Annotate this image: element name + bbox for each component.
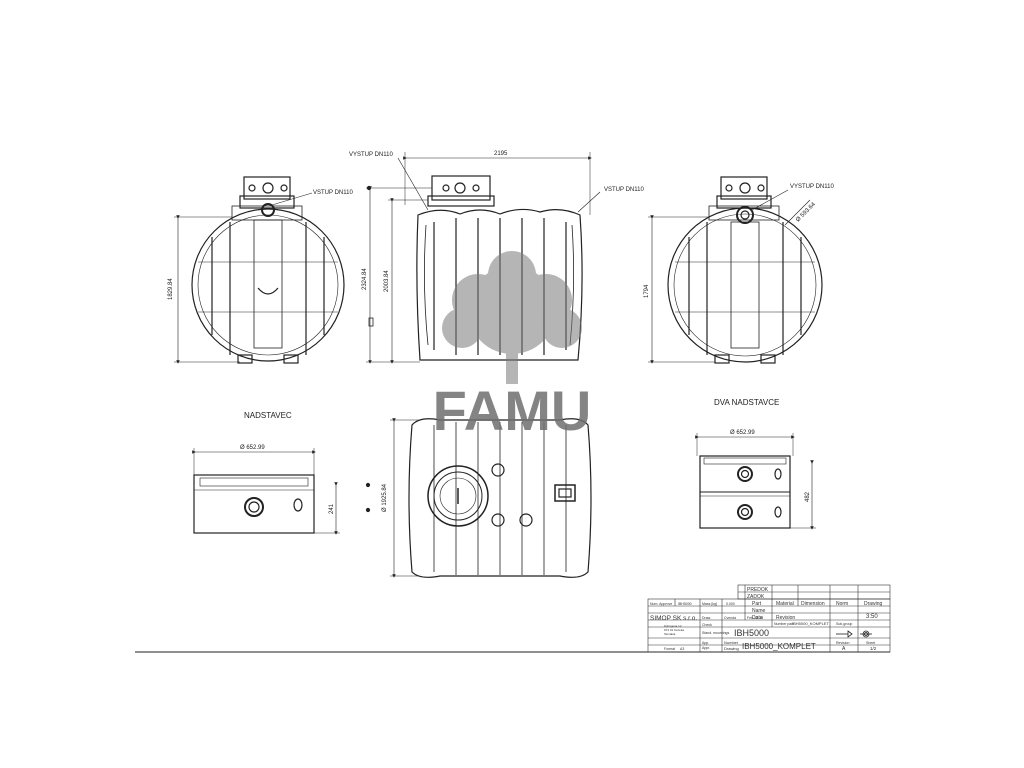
company-city: 974 01 Kezeka <box>664 628 684 632</box>
vystup-label-front: VYSTUP DN110 <box>349 152 393 158</box>
sheet-label: Sheet <box>866 641 875 645</box>
title-block-frame <box>647 584 891 653</box>
nadstavec-title: NADSTAVEC <box>244 411 292 420</box>
left-side-view <box>174 176 345 364</box>
company-address: Kýtrsgova 12 <box>664 624 682 628</box>
check-label: Check <box>702 623 712 627</box>
length-dim: 2195 <box>494 151 508 157</box>
vstup-label-left: VSTUP DN110 <box>313 190 353 196</box>
pipe-diameter-dim: Ø 593.64 <box>795 201 817 223</box>
draw-date: Feb-12-18 <box>747 616 763 620</box>
dva-nadstavce-title: DVA NADSTAVCE <box>714 398 779 407</box>
company-name: SIMOP SK s.r.o. <box>650 615 697 622</box>
part-number-big: IBH5000 <box>734 628 769 638</box>
format-value: A3 <box>680 647 684 651</box>
scale-value: 3:50 <box>866 614 878 620</box>
revision-label: Revision <box>776 615 795 621</box>
view-predok: PREDOK <box>747 587 769 593</box>
drawer-name: Cvenda <box>724 616 736 620</box>
right-height-dim: 1794 <box>644 284 650 298</box>
height-body-dim: 2003.84 <box>384 270 390 292</box>
dva-diameter: Ø 652.99 <box>730 430 755 436</box>
top-view <box>365 418 592 578</box>
height-total-dim: 2324.84 <box>362 268 368 290</box>
dva-nadstavce-view <box>695 433 816 530</box>
drawing-number-big: IBH5000_KOMPLET <box>742 642 816 651</box>
name-label: Name <box>752 608 766 614</box>
number-label: Number <box>724 640 739 645</box>
vystup-label-right: VYSTUP DN110 <box>790 184 834 190</box>
mass-label: Mass [kg] <box>702 602 717 606</box>
format-label: Format <box>664 647 675 651</box>
date-label: Date <box>752 615 763 621</box>
stand-label: Stand. mountings <box>702 631 729 635</box>
sub-group-label: Sub-group <box>836 622 852 626</box>
famu-watermark: FAMU <box>433 379 592 442</box>
view-zadok: ZADOK <box>747 594 765 600</box>
col-part: Part <box>752 601 762 607</box>
projection-symbol-icon <box>836 630 872 638</box>
nadstavec-view <box>192 448 340 535</box>
company-country: Slovakia <box>664 632 676 636</box>
approve-label: App. <box>702 641 709 645</box>
sheet-value: 1/2 <box>870 646 877 651</box>
mass-value: 0.000 <box>726 602 735 606</box>
draw-label: Draw. <box>702 616 711 620</box>
vstup-label-front: VSTUP DN110 <box>604 187 644 193</box>
right-side-view <box>648 176 823 364</box>
col-norm: Norm <box>836 601 848 607</box>
approve-date: Appr. <box>702 646 710 650</box>
num-approve-value: IBH5000 <box>678 602 692 606</box>
drawing-label: Drawing <box>724 646 739 651</box>
number-part-label: Number part <box>774 622 793 626</box>
famu-tree-logo <box>442 251 582 384</box>
nadstavec-diameter: Ø 652.99 <box>240 445 265 451</box>
left-height-dim: 1829.84 <box>168 278 174 300</box>
number-part-value: IBH5000_KOMPLET <box>792 621 829 626</box>
col-dimension: Dimension <box>801 601 825 607</box>
dva-height: 482 <box>805 491 811 502</box>
col-drawing: Drawing <box>864 601 883 607</box>
nadstavec-height: 241 <box>329 503 335 514</box>
top-diameter-dim: Ø 1925.84 <box>382 483 388 512</box>
revision-small-label: Revision <box>836 641 849 645</box>
num-approve-label: Num. Approve <box>650 602 672 606</box>
revision-letter: A <box>842 646 846 652</box>
col-material: Material <box>776 601 794 607</box>
